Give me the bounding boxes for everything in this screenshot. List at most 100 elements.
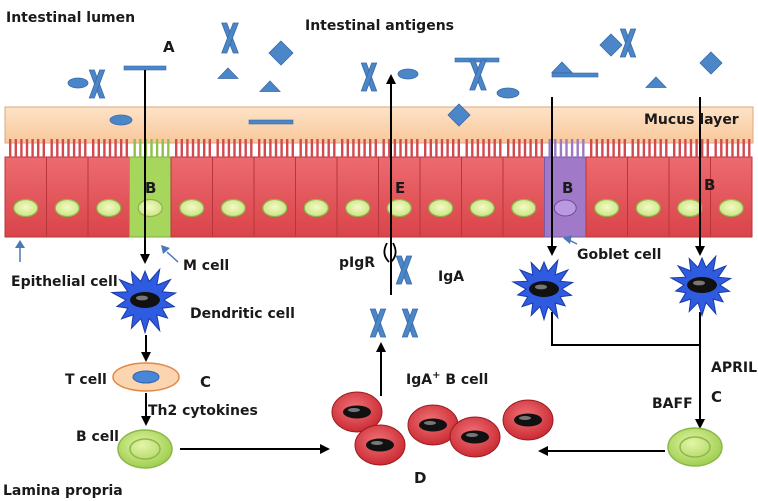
letter-b-mcell: B [145,179,156,197]
microvillus [346,139,349,157]
epithelial-nucleus [54,198,80,218]
microvillus [606,139,610,157]
goblet-nucleus [553,199,577,217]
arrow-april-baff-connector [551,312,700,346]
microvillus [150,139,153,157]
microvillus [191,139,195,157]
microvillus [327,139,330,157]
dendritic-cell-left [110,267,178,335]
microvillus [582,139,585,157]
antigen-oval [496,87,520,99]
microvillus [316,139,319,157]
letter-c-tcell: C [200,373,211,391]
b-cell-left [117,429,173,469]
epithelial-cell [212,156,255,238]
iga-plasma-cell [354,424,406,466]
label-intestinal-antigens: Intestinal antigens [305,18,454,34]
microvillus [161,139,164,157]
antigen-diamond [447,103,471,127]
b-cell-right [667,427,723,467]
antigen-bar [248,119,294,125]
letter-c-right: C [711,388,722,406]
microvillus [399,139,402,157]
epithelial-cell [668,156,711,238]
epithelial-cell [710,156,753,238]
pigr-receptor [383,242,397,263]
label-iga: IgA [438,269,464,285]
microvillus [133,139,136,157]
antigen-triangle [551,61,573,73]
microvillus [736,139,740,157]
label-th2-cytokines: Th2 cytokines [148,403,258,419]
microvillus [471,139,474,157]
microvillus [56,139,59,157]
microvillus [673,139,676,157]
label-intestinal-lumen: Intestinal lumen [6,10,135,26]
microvillus [139,139,142,157]
microvillus [103,139,106,157]
microvillus [678,139,681,157]
microvillus [197,139,200,157]
microvillus [186,139,189,157]
microvillus [120,139,123,157]
epithelial-cell [336,156,379,238]
microvillus [67,139,70,157]
microvillus [548,139,551,157]
iga-antibody [369,308,387,338]
microvillus [84,139,87,157]
epithelial-nucleus [635,198,661,218]
microvillus [388,139,391,157]
epithelial-cell [295,156,338,238]
microvillus [37,139,40,157]
microvillus [382,139,385,157]
letter-d: D [414,469,426,487]
microvillus [42,139,45,157]
epithelial-nucleus [386,198,412,218]
microvillus [540,139,543,157]
microvillus [114,139,117,157]
epithelial-cell [4,156,47,238]
microvillus [714,139,717,157]
epithelial-nucleus [428,198,454,218]
microvillus [507,139,510,157]
microvillus [269,139,272,157]
label-pigr: pIgR [339,255,375,271]
arrows [140,70,705,456]
microvillus [689,139,693,157]
epithelial-cell [46,156,89,238]
microvillus [208,139,211,157]
antigen-bar [454,57,500,63]
microvillus [452,139,455,157]
antigen-oval [67,77,89,89]
antigen-x [469,59,487,91]
microvillus [61,139,65,157]
microvilli [9,139,751,157]
microvillus [374,139,377,157]
label-iga-b-cell-sup: + [432,370,440,381]
microvillus [440,139,444,157]
microvillus [244,139,247,157]
microvillus [227,139,231,157]
microvillus [748,139,751,157]
epithelial-cell [461,156,504,238]
antigen-x [619,28,637,58]
epithelial-nuclei [13,198,744,218]
microvillus [487,139,491,157]
microvillus [576,139,579,157]
microvillus [31,139,34,157]
microvillus [310,139,314,157]
letter-a: A [163,38,175,56]
epithelial-nucleus [718,198,744,218]
iga-antibody [395,255,413,285]
epithelial-nucleus [303,198,329,218]
microvillus [493,139,496,157]
letter-b-right: B [704,176,715,194]
microvillus [363,139,366,157]
label-m-cell: M cell [183,258,229,274]
antigen-diamond [268,40,294,66]
epithelial-cell [627,156,670,238]
microvillus [125,139,128,157]
microvillus [601,139,604,157]
microvillus [404,139,408,157]
microvillus [175,139,178,157]
